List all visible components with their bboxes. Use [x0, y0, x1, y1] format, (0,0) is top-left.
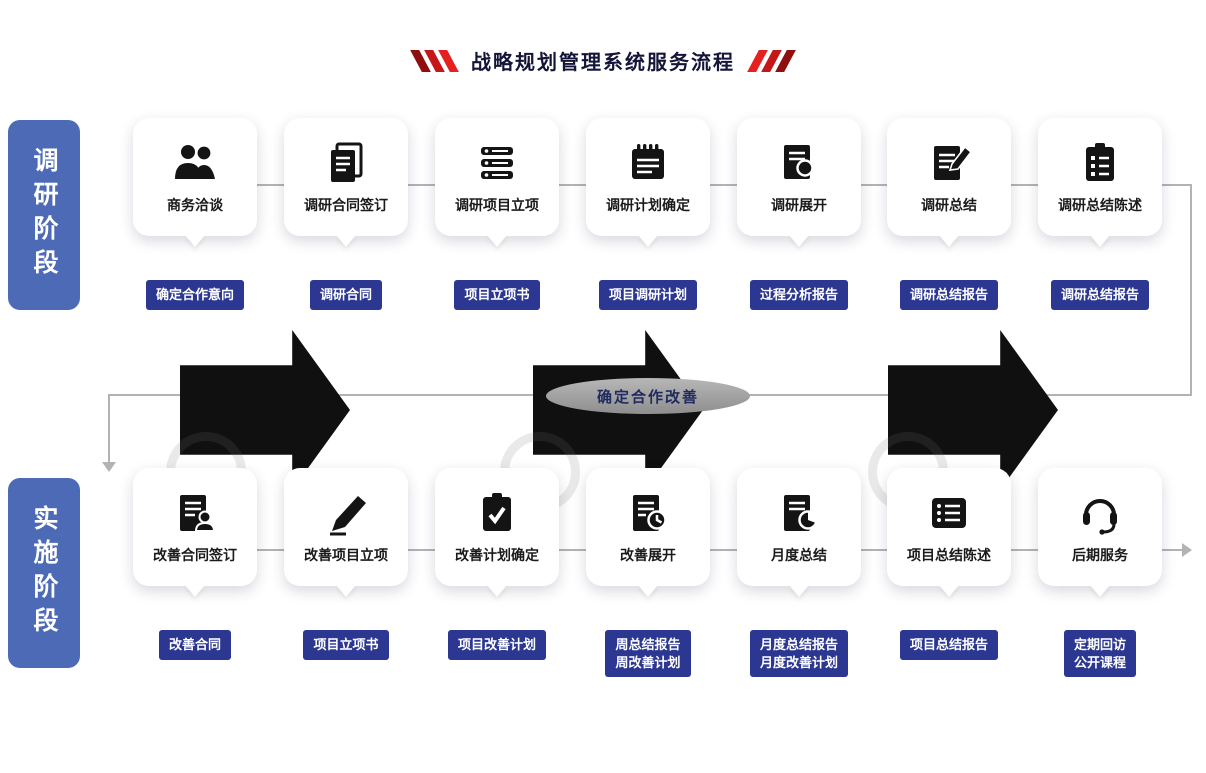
step-group: 调研合同签订 调研合同 [284, 118, 408, 310]
step-card: 调研项目立项 [435, 118, 559, 236]
list-detail-icon [925, 489, 973, 537]
step-output-label: 项目总结报告 [899, 630, 998, 660]
document-chart-icon [775, 489, 823, 537]
step-name: 月度总结 [771, 547, 827, 563]
page-title: 战略规划管理系统服务流程 [471, 52, 735, 74]
step-name: 改善项目立项 [304, 547, 388, 563]
step-card: 改善展开 [586, 468, 710, 586]
step-group: 调研展开 过程分析报告 [737, 118, 861, 310]
step-name: 改善计划确定 [455, 547, 539, 563]
pen-icon [322, 489, 370, 537]
step-name: 改善展开 [620, 547, 676, 563]
step-card: 商务洽谈 [133, 118, 257, 236]
step-group: 调研计划确定 项目调研计划 [586, 118, 710, 310]
step-card: 改善合同签订 [133, 468, 257, 586]
step-output-label: 确定合作意向 [145, 280, 244, 310]
step-group: 改善展开 周总结报告 周改善计划 [586, 468, 710, 678]
step-group: 改善合同签订 改善合同 [133, 468, 257, 660]
step-group: 改善计划确定 项目改善计划 [435, 468, 559, 660]
list-icon [473, 139, 521, 187]
step-card: 调研展开 [737, 118, 861, 236]
step-output-label: 月度总结报告 月度改善计划 [749, 630, 848, 678]
step-group: 调研总结 调研总结报告 [887, 118, 1011, 310]
loop-right-line [1190, 184, 1192, 396]
step-card: 改善项目立项 [284, 468, 408, 586]
document-clock-icon [624, 489, 672, 537]
flow-end-arrow-icon [1182, 543, 1192, 557]
step-name: 调研合同签订 [304, 197, 388, 213]
loop-down-arrow-icon [102, 462, 116, 472]
headset-icon [1076, 489, 1124, 537]
step-group: 商务洽谈 确定合作意向 [133, 118, 257, 310]
step-name: 后期服务 [1072, 547, 1128, 563]
document-edit-icon [925, 139, 973, 187]
step-group: 调研项目立项 项目立项书 [435, 118, 559, 310]
step-card: 项目总结陈述 [887, 468, 1011, 586]
contract-sign-icon [171, 489, 219, 537]
step-card: 后期服务 [1038, 468, 1162, 586]
phase-label-research: 调研阶段 [8, 120, 80, 310]
step-output-label: 调研总结报告 [899, 280, 998, 310]
step-name: 调研总结 [921, 197, 977, 213]
document-search-icon [775, 139, 823, 187]
step-group: 调研总结陈述 调研总结报告 [1038, 118, 1162, 310]
step-output-label: 项目调研计划 [598, 280, 697, 310]
step-name: 项目总结陈述 [907, 547, 991, 563]
title-row: 战略规划管理系统服务流程 [0, 46, 1206, 75]
loop-ellipse-label: 确定合作改善 [546, 378, 750, 414]
step-name: 调研计划确定 [606, 197, 690, 213]
step-output-label: 定期回访 公开课程 [1063, 630, 1136, 678]
step-output-label: 项目立项书 [454, 280, 540, 310]
step-output-label: 周总结报告 周改善计划 [605, 630, 691, 678]
step-card: 调研总结 [887, 118, 1011, 236]
step-output-label: 过程分析报告 [749, 280, 848, 310]
step-output-label: 项目立项书 [303, 630, 389, 660]
step-name: 改善合同签订 [153, 547, 237, 563]
step-name: 调研总结陈述 [1058, 197, 1142, 213]
step-output-label: 调研总结报告 [1050, 280, 1149, 310]
step-output-label: 项目改善计划 [447, 630, 546, 660]
step-group: 月度总结 月度总结报告 月度改善计划 [737, 468, 861, 678]
step-group: 项目总结陈述 项目总结报告 [887, 468, 1011, 660]
notepad-icon [624, 139, 672, 187]
step-card: 改善计划确定 [435, 468, 559, 586]
step-card: 调研总结陈述 [1038, 118, 1162, 236]
contract-icon [322, 139, 370, 187]
red-slashes-left-icon [410, 49, 459, 72]
step-card: 调研合同签订 [284, 118, 408, 236]
phase-label-implementation: 实施阶段 [8, 478, 80, 668]
step-output-label: 改善合同 [158, 630, 231, 660]
clipboard-check-icon [473, 489, 521, 537]
step-group: 改善项目立项 项目立项书 [284, 468, 408, 660]
clipboard-icon [1076, 139, 1124, 187]
step-group: 后期服务 定期回访 公开课程 [1038, 468, 1162, 678]
red-slashes-right-icon [747, 49, 796, 72]
step-name: 调研项目立项 [455, 197, 539, 213]
loop-left-line [108, 394, 110, 464]
step-card: 月度总结 [737, 468, 861, 586]
step-card: 调研计划确定 [586, 118, 710, 236]
step-name: 调研展开 [771, 197, 827, 213]
people-icon [171, 139, 219, 187]
step-name: 商务洽谈 [167, 197, 223, 213]
step-output-label: 调研合同 [309, 280, 382, 310]
